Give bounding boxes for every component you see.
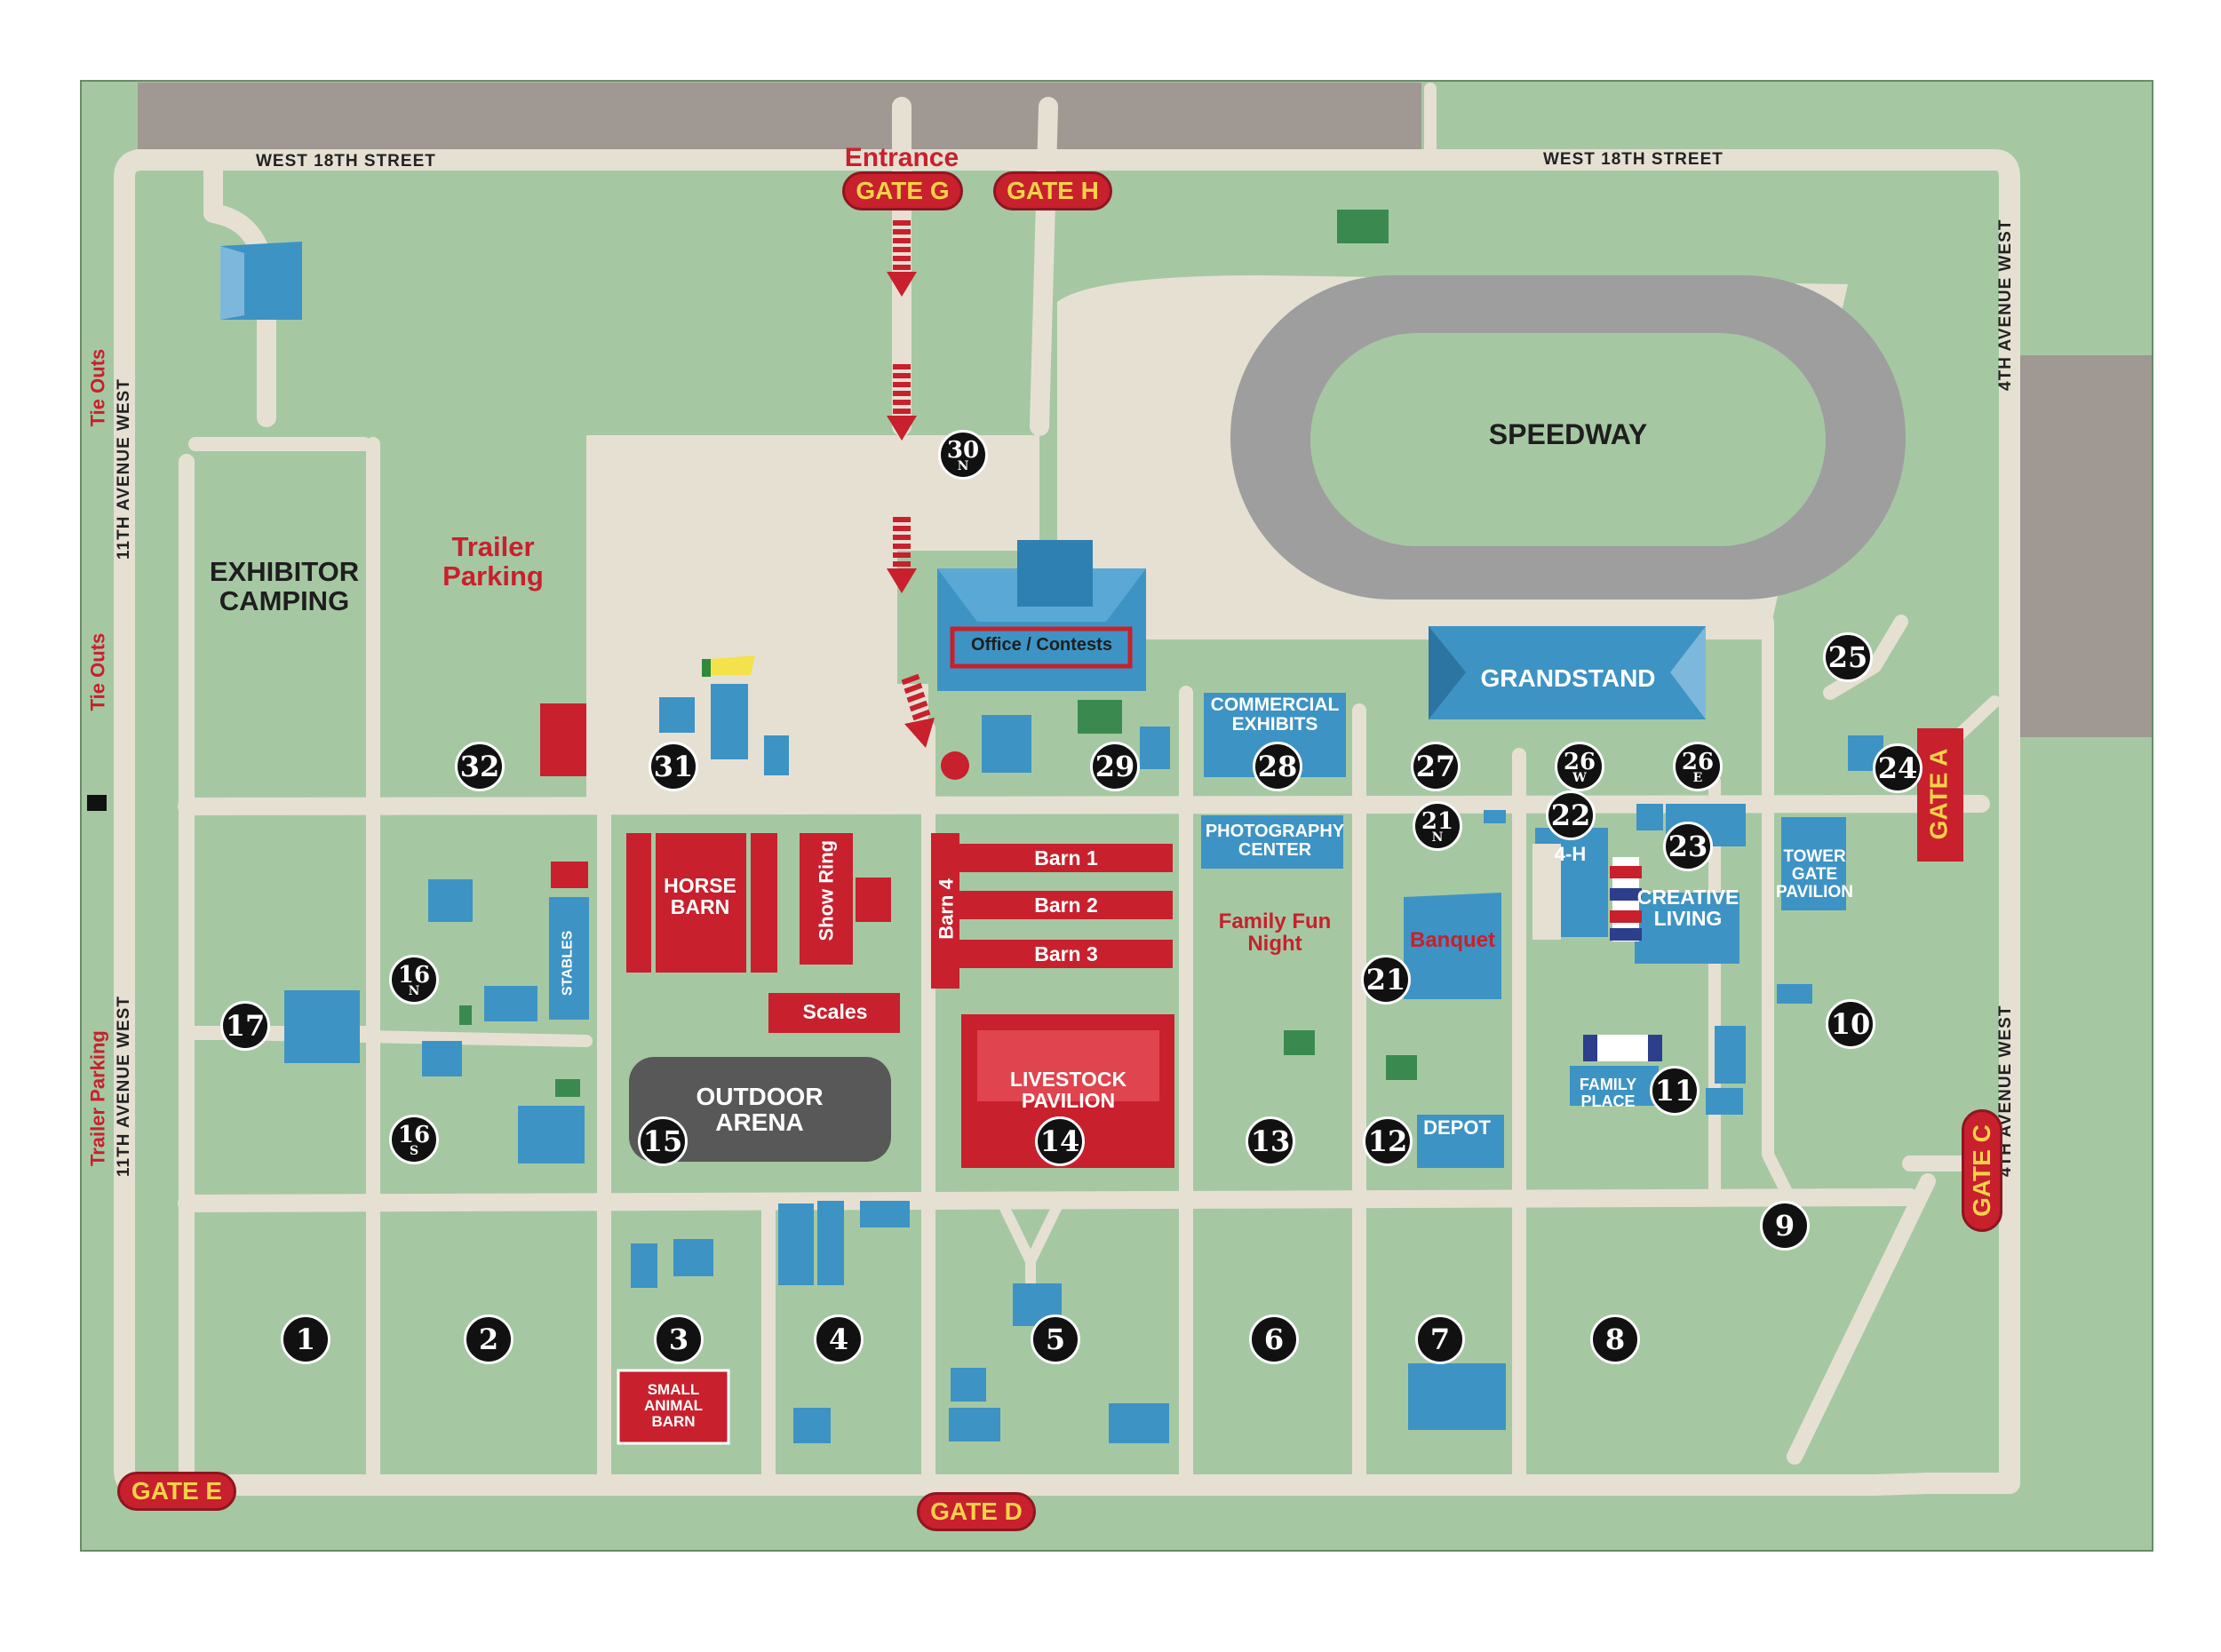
marker-21[interactable]: 21	[1361, 955, 1411, 1005]
four-h-label: 4-H	[1554, 843, 1587, 865]
office-label: Office / Contests	[971, 635, 1112, 655]
tie-outs-label-1: Tie Outs	[86, 348, 109, 427]
marker-8[interactable]: 8	[1590, 1314, 1640, 1364]
green-buildings	[459, 210, 1417, 1097]
east-spur	[1823, 615, 1908, 700]
horse-barn-label: HORSE BARN	[664, 874, 736, 919]
photography-center-label: PHOTOGRAPHY CENTER	[1205, 822, 1345, 860]
marker-3[interactable]: 3	[654, 1314, 704, 1364]
tie-outs-label-2: Tie Outs	[86, 632, 109, 711]
marker-5[interactable]: 5	[1031, 1314, 1080, 1364]
barn-4-label: Barn 4	[935, 878, 958, 940]
depot-label: DEPOT	[1423, 1116, 1491, 1139]
marker-29[interactable]: 29	[1090, 742, 1140, 791]
speedway-infield	[1310, 333, 1826, 546]
marker-25[interactable]: 25	[1823, 632, 1873, 682]
marker-2[interactable]: 2	[464, 1314, 513, 1364]
marker-22[interactable]: 22	[1546, 790, 1596, 840]
east-parking-lot	[2018, 355, 2152, 737]
marker-11[interactable]: 11	[1650, 1066, 1700, 1116]
marker-27[interactable]: 27	[1411, 742, 1461, 791]
red-marker-dot	[941, 751, 969, 780]
family-fun-night-label: Family Fun Night	[1218, 909, 1332, 957]
barn-1-label: Barn 1	[1034, 846, 1098, 870]
marker-23[interactable]: 23	[1663, 822, 1713, 871]
marker-12[interactable]: 12	[1363, 1116, 1413, 1166]
outdoor-arena-label: OUTDOOR ARENA	[696, 1083, 824, 1137]
grandstand-label: GRANDSTAND	[1480, 664, 1656, 692]
commercial-exhibits-label: COMMERCIAL EXHIBITS	[1210, 695, 1340, 735]
small-animal-barn-label: SMALL ANIMAL BARN	[643, 1381, 704, 1430]
street-east-upper: 4TH AVENUE WEST	[1996, 218, 2016, 391]
entrance-arrows	[887, 220, 935, 748]
office-building	[937, 540, 1146, 691]
road-5-fork-b	[1025, 1192, 1067, 1293]
road-gate-c-diag	[1787, 1173, 1936, 1465]
gate-e[interactable]: GATE E	[117, 1472, 236, 1511]
gate-d[interactable]: GATE D	[917, 1492, 1036, 1531]
gate-a[interactable]: GATE A	[1924, 748, 1953, 840]
gate-h[interactable]: GATE H	[993, 171, 1112, 210]
entrance-label: Entrance	[844, 143, 959, 172]
speedway	[1230, 275, 1906, 600]
marker-15[interactable]: 15	[638, 1116, 688, 1166]
street-west-lower: 11TH AVENUE WEST	[115, 996, 134, 1177]
outdoor-arena	[629, 1057, 891, 1162]
central-plaza	[586, 435, 1039, 799]
creative-living-label: CREATIVE LIVING	[1636, 886, 1739, 931]
yellow-flag	[711, 655, 755, 675]
marker-24[interactable]: 24	[1873, 743, 1922, 793]
show-ring-label: Show Ring	[815, 839, 838, 941]
street-north-left: WEST 18TH STREET	[256, 152, 436, 171]
gate-h-road	[1030, 97, 1058, 436]
marker-10[interactable]: 10	[1826, 999, 1875, 1049]
grandstand-building	[1429, 626, 1706, 719]
speedway-label: SPEEDWAY	[1488, 418, 1648, 450]
tower-gate-pavilion-label: TOWER GATE PAVILION	[1776, 847, 1853, 901]
livestock-pavilion-label: LIVESTOCK PAVILION	[1009, 1068, 1127, 1113]
gate-c[interactable]: GATE C	[1962, 1109, 2002, 1232]
marker-4[interactable]: 4	[814, 1314, 864, 1364]
marker-31[interactable]: 31	[649, 742, 698, 791]
stables-label: STABLES	[560, 930, 576, 997]
blue-buildings	[220, 242, 1883, 1443]
green-flag	[702, 659, 711, 677]
family-place-label: FAMILY PLACE	[1579, 1076, 1637, 1110]
road-cross-3	[178, 1188, 1919, 1212]
banquet-label: Banquet	[1410, 928, 1495, 952]
west-marker	[87, 795, 107, 811]
marker-13[interactable]: 13	[1246, 1116, 1295, 1166]
exhibitor-camping-label: EXHIBITOR CAMPING	[209, 556, 360, 616]
street-north-right: WEST 18TH STREET	[1543, 150, 1723, 169]
marker-7[interactable]: 7	[1415, 1314, 1465, 1364]
marker-28[interactable]: 28	[1253, 742, 1302, 791]
scales-label: Scales	[802, 1000, 868, 1023]
street-west-upper: 11TH AVENUE WEST	[115, 378, 134, 560]
road-5-fork-a	[994, 1192, 1036, 1267]
marker-32[interactable]: 32	[455, 742, 505, 791]
marker-1[interactable]: 1	[281, 1314, 330, 1364]
north-parking-lot	[138, 83, 1421, 149]
marker-6[interactable]: 6	[1249, 1314, 1299, 1364]
col-road-9	[1762, 616, 1792, 1196]
marker-14[interactable]: 14	[1035, 1116, 1085, 1166]
barn-2-label: Barn 2	[1034, 894, 1098, 917]
gate-g[interactable]: GATE G	[842, 171, 963, 210]
red-buildings	[540, 703, 1963, 1445]
barn-3-label: Barn 3	[1034, 942, 1098, 965]
marker-9[interactable]: 9	[1760, 1201, 1810, 1251]
marker-17[interactable]: 17	[220, 1001, 270, 1051]
trailer-parking-side-label: Trailer Parking	[86, 1030, 109, 1166]
tower-stripes	[1583, 857, 1662, 1061]
trailer-parking-label: Trailer Parking	[442, 531, 544, 592]
